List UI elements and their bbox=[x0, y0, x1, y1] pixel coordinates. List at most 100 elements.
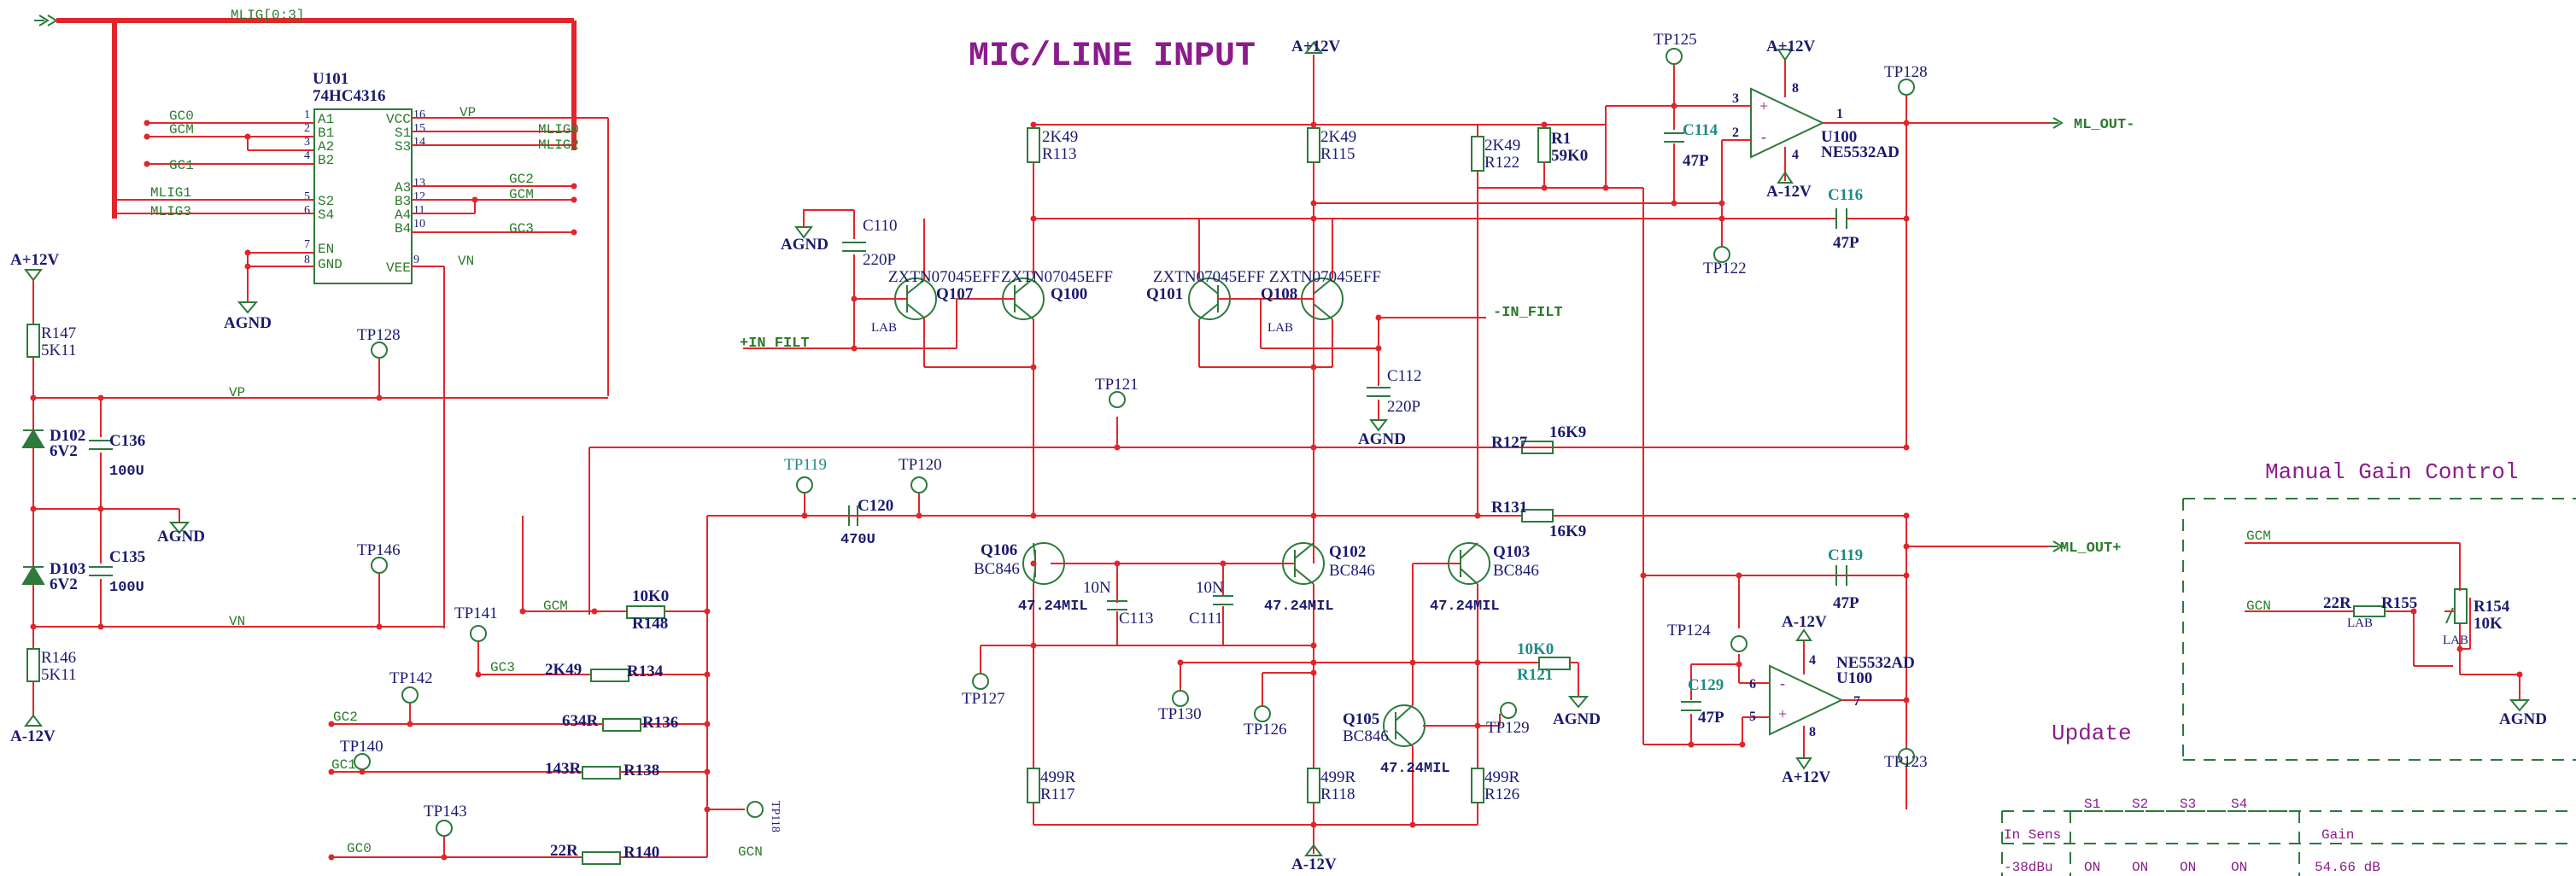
c110-ref: C110 bbox=[863, 217, 897, 235]
table-col-in-sens: In Sens bbox=[2004, 827, 2061, 843]
table-col-gain: Gain bbox=[2321, 827, 2354, 843]
c114-value: 47P bbox=[1683, 152, 1709, 170]
tp145-label: TP128 bbox=[357, 326, 401, 344]
net-label-gc2: GC2 bbox=[509, 172, 534, 187]
net-label-gcm: GCM bbox=[543, 599, 568, 614]
lab-label: LAB bbox=[1268, 321, 1293, 335]
u100b-pin: 4 bbox=[1809, 653, 1816, 668]
net-label-gc0: GC0 bbox=[347, 841, 372, 856]
r118-value: 499R bbox=[1320, 768, 1356, 786]
d103-value: 6V2 bbox=[50, 575, 78, 593]
net-label-gcm: GCM bbox=[169, 122, 194, 137]
opamp-plus-sign: + bbox=[1759, 97, 1768, 114]
agnd-label: AGND bbox=[781, 236, 828, 254]
tp127-label: TP127 bbox=[962, 690, 1005, 708]
u100b-pin: 7 bbox=[1853, 694, 1860, 709]
c120-value: 470U bbox=[840, 532, 875, 548]
q103-ref: Q103 bbox=[1493, 543, 1530, 561]
mlig-bus: MLIG[0:3] bbox=[34, 8, 577, 219]
q108-ref: Q108 bbox=[1261, 285, 1297, 303]
u101-pin-name: VEE bbox=[386, 260, 411, 276]
u100b-pin: 5 bbox=[1749, 710, 1756, 724]
c136-value: 100U bbox=[109, 464, 144, 480]
schematic-title: MIC/LINE INPUT bbox=[969, 38, 1256, 76]
q102-ref: Q102 bbox=[1329, 543, 1366, 561]
r148-value: 10K0 bbox=[632, 587, 669, 605]
opamp-minus-sign: - bbox=[1761, 128, 1766, 145]
r148-ref: R148 bbox=[632, 615, 668, 633]
net-label-gc1: GC1 bbox=[331, 757, 356, 773]
u101-pin-name: B2 bbox=[318, 153, 334, 168]
agnd-label: AGND bbox=[1553, 710, 1601, 728]
table-cell-s2: ON bbox=[2132, 860, 2148, 875]
r115-ref: R115 bbox=[1320, 145, 1355, 163]
agnd-label: AGND bbox=[2499, 710, 2547, 728]
r121-value: 10K0 bbox=[1517, 640, 1554, 658]
r117-ref: R117 bbox=[1040, 785, 1074, 803]
q100-part: ZXTN07045EFF bbox=[1001, 268, 1113, 286]
r140-value: 22R bbox=[550, 842, 578, 860]
u101-pin-num: 2 bbox=[304, 122, 310, 135]
u101-switch-ic: U101 74HC4316 A1 B1 A2 B2 S2 S4 EN GND 1… bbox=[304, 70, 425, 284]
r131-ref: R131 bbox=[1491, 499, 1527, 517]
lab-label: LAB bbox=[871, 321, 897, 335]
u101-pin-num: 15 bbox=[413, 122, 425, 135]
u101-pin-name: A2 bbox=[318, 139, 334, 155]
q106-ref: Q106 bbox=[981, 541, 1017, 559]
tp123-label: TP123 bbox=[1884, 753, 1928, 771]
r1-ref: R1 bbox=[1551, 130, 1571, 148]
u101-pin-num: 10 bbox=[413, 218, 425, 231]
q101-ref: Q101 bbox=[1146, 285, 1183, 303]
u101-pin-name: GND bbox=[318, 257, 342, 272]
manual-gain-title: Manual Gain Control bbox=[2265, 459, 2518, 485]
r126-value: 499R bbox=[1484, 768, 1520, 786]
tp142-label: TP142 bbox=[389, 669, 433, 687]
r127-ref: R127 bbox=[1491, 434, 1528, 452]
net-label-gcm: GCM bbox=[2246, 529, 2271, 544]
r115-value: 2K49 bbox=[1320, 128, 1356, 146]
net-label-vn: VN bbox=[458, 254, 474, 269]
net-label-gc3: GC3 bbox=[490, 660, 515, 675]
net-label-in-filt-neg: -IN_FILT bbox=[1493, 305, 1563, 321]
u100b-pin: 6 bbox=[1749, 677, 1756, 692]
c116-ref: C116 bbox=[1828, 186, 1863, 204]
u101-pin-num: 11 bbox=[413, 204, 424, 217]
update-label: Update bbox=[2052, 721, 2132, 746]
d102-ref: D102 bbox=[50, 427, 85, 445]
power-rail-left bbox=[21, 269, 608, 727]
u100a-pin: 2 bbox=[1732, 126, 1739, 140]
q103-part: BC846 bbox=[1493, 562, 1539, 580]
table-header-s3: S3 bbox=[2180, 797, 2196, 812]
tp121-label: TP121 bbox=[1095, 376, 1139, 394]
u101-pin-num: 1 bbox=[304, 108, 310, 121]
u101-pin-num: 6 bbox=[304, 204, 310, 217]
r113-ref: R113 bbox=[1042, 145, 1076, 163]
u101-pin-name: A4 bbox=[395, 207, 411, 223]
u101-pin-name: B3 bbox=[395, 194, 411, 209]
q107-part: ZXTN07045EFF bbox=[888, 268, 1000, 286]
u101-pin-num: 13 bbox=[413, 177, 425, 190]
tp122-label: TP122 bbox=[1703, 260, 1747, 277]
r146-ref: R146 bbox=[41, 649, 76, 667]
tp120-label: TP120 bbox=[899, 456, 942, 474]
q102-part: BC846 bbox=[1329, 562, 1375, 580]
r140-ref: R140 bbox=[624, 844, 659, 861]
u101-part: 74HC4316 bbox=[313, 87, 386, 105]
u101-pin-num: 16 bbox=[413, 108, 425, 121]
net-label-gc1: GC1 bbox=[169, 158, 194, 173]
net-label-gcn: GCN bbox=[2246, 599, 2271, 614]
r146-value: 5K11 bbox=[41, 666, 77, 684]
q100-ref: Q100 bbox=[1051, 285, 1087, 303]
diff-pair-stage bbox=[743, 41, 1725, 564]
c112-value: 220P bbox=[1387, 398, 1420, 416]
c119-ref: C119 bbox=[1828, 546, 1863, 564]
q105-part: BC846 bbox=[1343, 727, 1389, 745]
d103-ref: D103 bbox=[50, 560, 85, 578]
table-cell-s3: ON bbox=[2180, 860, 2196, 875]
r147-ref: R147 bbox=[41, 324, 76, 342]
net-label-in-filt-pos: +IN_FILT bbox=[740, 336, 810, 352]
u101-ref: U101 bbox=[313, 70, 348, 88]
u100a-pin: 1 bbox=[1836, 107, 1843, 121]
bus-label-mlig: MLIG[0:3] bbox=[231, 8, 304, 23]
r113-value: 2K49 bbox=[1042, 128, 1078, 146]
